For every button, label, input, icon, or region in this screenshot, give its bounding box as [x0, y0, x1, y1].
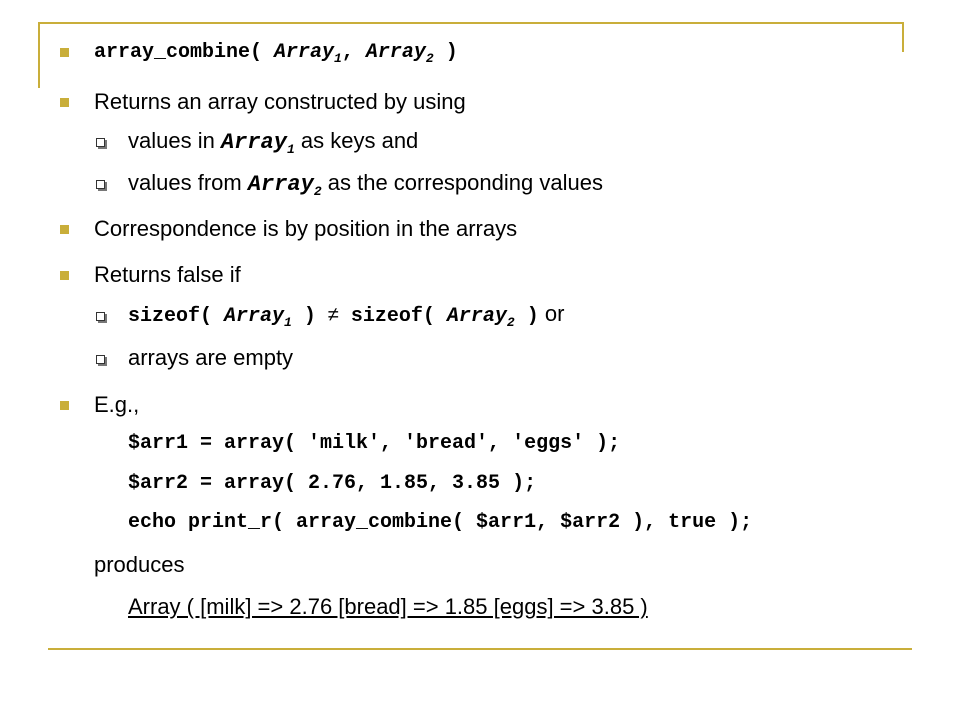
bottom-rule	[48, 648, 912, 650]
right-rule	[902, 22, 904, 52]
empty-arrays-condition: arrays are empty	[128, 345, 294, 370]
top-rule	[38, 22, 904, 24]
returns-values-item: values from Array2 as the corresponding …	[128, 170, 603, 199]
code-line: $arr2 = array( 2.76, 1.85, 3.85 );	[128, 472, 537, 495]
sub-bullet-box	[96, 312, 105, 321]
bullet-square	[60, 271, 69, 280]
bullet-square	[60, 48, 69, 57]
code-line: $arr1 = array( 'milk', 'bread', 'eggs' )…	[128, 432, 621, 455]
size-mismatch-condition: sizeof( Array1 ) ≠ sizeof( Array2 ) or	[128, 301, 565, 330]
sub-bullet-box	[96, 355, 105, 364]
example-output: Array ( [milk] => 2.76 [bread] => 1.85 […	[128, 594, 648, 619]
produces-label: produces	[94, 552, 185, 577]
left-rule	[38, 22, 40, 88]
code-line: echo print_r( array_combine( $arr1, $arr…	[128, 511, 753, 534]
function-signature: array_combine( Array1, Array2 )	[94, 41, 458, 66]
sub-bullet-box	[96, 138, 105, 147]
correspondence-note: Correspondence is by position in the arr…	[94, 216, 518, 241]
bullet-square	[60, 98, 69, 107]
returns-description: Returns an array constructed by using	[94, 89, 466, 114]
bullet-square	[60, 401, 69, 410]
returns-false-heading: Returns false if	[94, 262, 241, 287]
example-label: E.g.,	[94, 392, 140, 417]
bullet-square	[60, 225, 69, 234]
returns-keys-item: values in Array1 as keys and	[128, 128, 419, 157]
sub-bullet-box	[96, 180, 105, 189]
